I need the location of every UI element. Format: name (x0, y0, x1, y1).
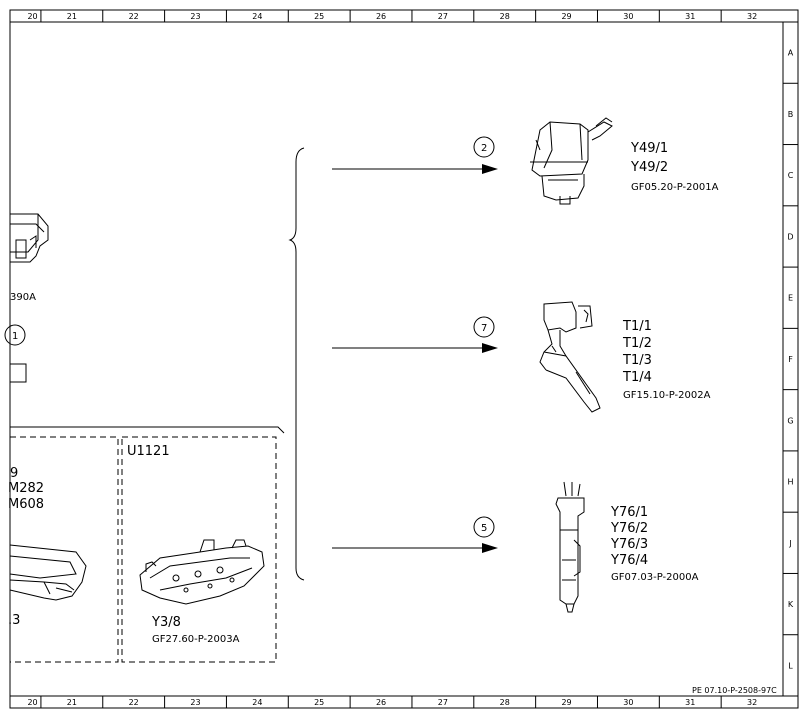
group-outline (10, 426, 285, 434)
column-number: 25 (314, 12, 324, 21)
column-number: 24 (252, 12, 262, 21)
arrow-head-1 (482, 164, 498, 174)
column-number: 32 (747, 698, 757, 707)
column-number: 30 (623, 698, 633, 707)
row-letter: B (788, 110, 794, 119)
partial-code-fragment: 390A (10, 292, 36, 303)
group-2-ref-2: T1/2 (622, 336, 652, 351)
callout-5-circle (473, 516, 495, 538)
row-letter: K (788, 600, 794, 609)
column-number: 23 (190, 698, 200, 707)
row-letter: A (788, 49, 794, 58)
column-number: 29 (561, 698, 571, 707)
ignition-coil-icon (539, 301, 601, 413)
control-unit-partial-icon (10, 213, 49, 263)
row-letter: H (787, 478, 793, 487)
fuel-injector-icon (555, 481, 585, 613)
row-ruler-right: A B C D E F G H J K L (783, 49, 798, 670)
callout-7-circle (473, 316, 495, 338)
column-number: 24 (252, 698, 262, 707)
callout-7-number: 7 (481, 323, 487, 334)
row-letter: C (788, 171, 794, 180)
row-letter: E (788, 294, 793, 303)
group-3-ref-4: Y76/4 (610, 553, 648, 568)
box-a-bottom-label: .3 (8, 613, 20, 628)
group-3-code: GF07.03-P-2000A (611, 572, 699, 583)
column-number: 32 (747, 12, 757, 21)
group-1-ref-1: Y49/1 (630, 141, 668, 156)
column-number: 21 (67, 698, 77, 707)
column-number: 26 (376, 12, 386, 21)
column-number: 20 (27, 698, 37, 707)
box-u1121-title: U1121 (127, 444, 170, 459)
partial-box-icon (10, 363, 27, 383)
column-number: 28 (500, 12, 510, 21)
column-number: 28 (500, 698, 510, 707)
row-letter: D (787, 232, 793, 241)
column-number: 20 (27, 12, 37, 21)
group-row-2: 7 T1/1 T1/2 T1/3 T1/4 GF15.10-P-2002A (332, 301, 711, 413)
box-a-line-3: M608 (8, 497, 44, 512)
column-number: 27 (438, 12, 448, 21)
valve-body-plate-icon (139, 539, 265, 605)
dashed-box-u1121 (121, 436, 277, 663)
column-number: 22 (129, 12, 139, 21)
arrow-head-2 (482, 343, 498, 353)
group-3-ref-2: Y76/2 (610, 521, 648, 536)
column-number: 25 (314, 698, 324, 707)
group-brace (288, 147, 305, 581)
column-number: 22 (129, 698, 139, 707)
group-2-ref-1: T1/1 (622, 319, 652, 334)
column-number: 21 (67, 12, 77, 21)
row-letter: J (788, 539, 791, 548)
column-number: 30 (623, 12, 633, 21)
group-2-code: GF15.10-P-2002A (623, 390, 711, 401)
column-ruler-bottom: 20 21 22 23 24 25 26 27 28 29 30 31 32 (27, 696, 757, 708)
camshaft-solenoid-icon (530, 117, 613, 205)
column-number: 23 (190, 12, 200, 21)
callout-2-number: 2 (481, 143, 487, 154)
row-letter: F (788, 355, 793, 364)
column-number: 27 (438, 698, 448, 707)
group-3-ref-1: Y76/1 (610, 505, 648, 520)
callout-5-number: 5 (481, 523, 487, 534)
group-1-code: GF05.20-P-2001A (631, 182, 719, 193)
document-code: PE 07.10-P-2508-97C (692, 686, 777, 695)
group-row-3: 5 Y76/1 Y76/2 Y76/3 Y76/4 GF07.03-P-2000… (332, 481, 699, 613)
group-2-ref-3: T1/3 (622, 353, 652, 368)
box-u1121-ref: Y3/8 (151, 615, 181, 630)
group-3-ref-3: Y76/3 (610, 537, 648, 552)
dashed-box-a (10, 436, 119, 663)
box-u1121-code: GF27.60-P-2003A (152, 634, 240, 645)
row-letter: L (788, 661, 793, 670)
callout-2-circle (473, 136, 495, 158)
group-row-1: 2 Y49/1 Y49/2 GF05.20-P-2001A (332, 117, 719, 205)
box-a-line-2: M282 (8, 481, 44, 496)
arrow-head-3 (482, 543, 498, 553)
callout-1-circle (4, 324, 26, 346)
control-unit-icon (9, 544, 87, 601)
sheet-frame (9, 9, 799, 709)
column-number: 31 (685, 12, 695, 21)
column-ruler-top: 20 21 22 23 24 25 26 27 28 29 30 31 32 (27, 10, 757, 22)
column-number: 29 (561, 12, 571, 21)
row-letter: G (787, 416, 793, 425)
callout-1-number: 1 (12, 331, 18, 342)
column-number: 26 (376, 698, 386, 707)
group-1-ref-2: Y49/2 (630, 160, 668, 175)
group-2-ref-4: T1/4 (622, 370, 652, 385)
box-a-line-1: 9 (10, 466, 18, 481)
column-number: 31 (685, 698, 695, 707)
